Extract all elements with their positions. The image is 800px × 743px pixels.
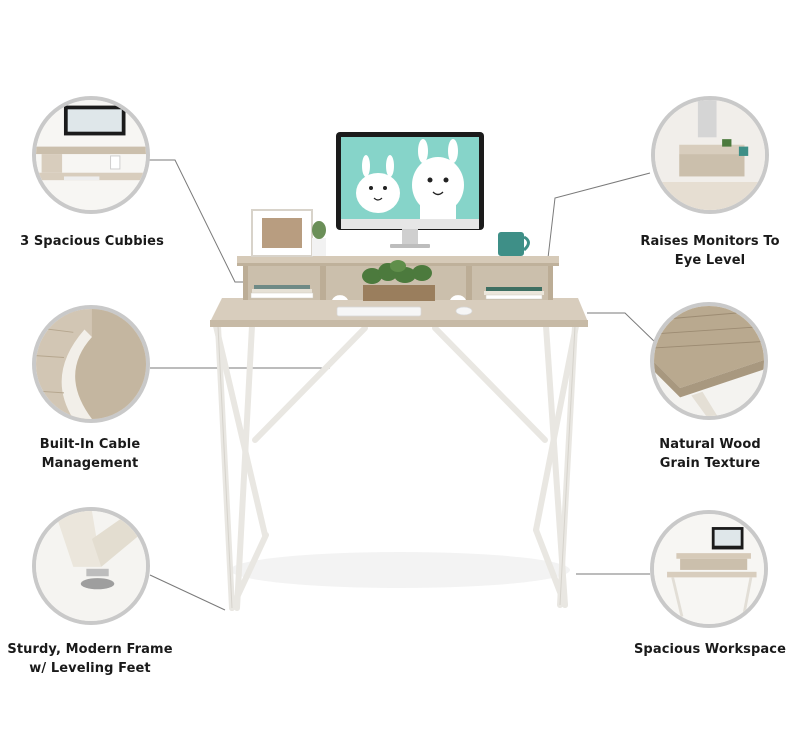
label-wood-line1: Natural Wood [659,437,761,452]
connector-frame [149,574,226,611]
label-workspace-line1: Spacious Workspace [633,642,787,657]
label-workspace: Spacious Workspace [620,640,800,659]
keyboard [336,306,422,317]
label-cubbies-line1: 3 Spacious Cubbies [20,234,164,249]
callout-cubbies-image [32,96,150,214]
books-left [250,285,314,299]
label-cable: Built-In Cable Management [0,435,180,473]
label-frame-line2: w/ Leveling Feet [29,661,151,676]
llama-art [356,139,464,219]
callout-cable-image [32,305,150,423]
books-right [484,287,544,300]
label-cable-line1: Built-In Cable [39,437,141,452]
label-frame-line1: Sturdy, Modern Frame [7,642,173,657]
callout-workspace-image [650,510,768,628]
callout-frame-image [32,507,150,625]
label-cable-line2: Management [41,456,139,471]
floor-shadow [230,552,570,588]
label-frame: Sturdy, Modern Frame w/ Leveling Feet [0,640,180,678]
connector-monitor [547,172,651,259]
label-monitor-line1: Raises Monitors To [640,234,780,249]
label-monitor: Raises Monitors To Eye Level [620,232,800,270]
label-wood-line2: Grain Texture [659,456,761,471]
mug [498,232,524,256]
mouse [455,306,473,316]
label-cubbies: 3 Spacious Cubbies [2,232,182,251]
connector-wood [587,312,659,346]
label-wood: Natural Wood Grain Texture [620,435,800,473]
label-monitor-line2: Eye Level [674,253,746,268]
callout-wood-image [650,302,768,420]
planter [363,285,435,301]
callout-monitor-image [651,96,769,214]
